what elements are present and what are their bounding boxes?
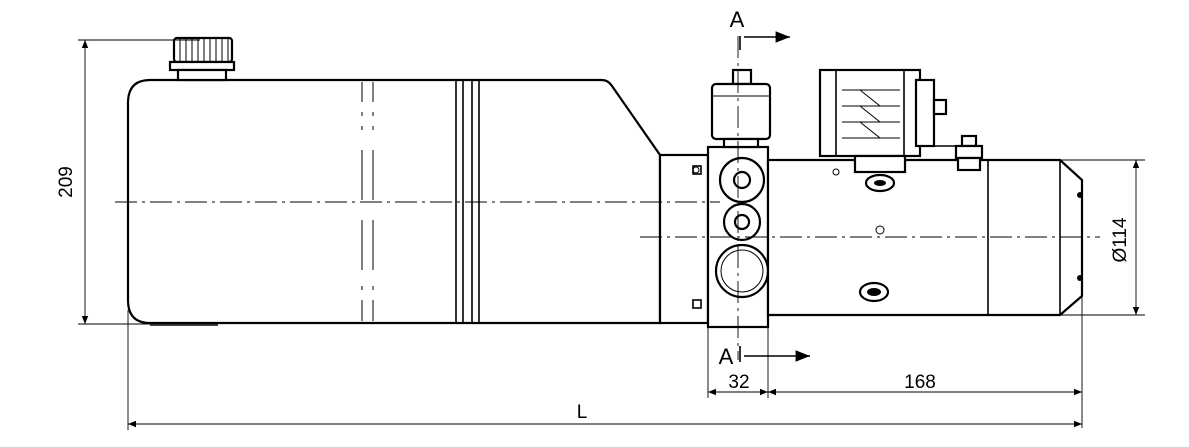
- dimension-L-label: L: [577, 402, 588, 423]
- solenoid-valve: [710, 68, 772, 149]
- dimension-height: 209: [56, 39, 200, 325]
- dimension-diameter: Ø114: [1060, 159, 1145, 316]
- dimension-209-label: 209: [56, 166, 77, 198]
- section-mark-top: A: [730, 7, 790, 50]
- dimension-168-label: 168: [904, 372, 936, 393]
- electric-motor: [766, 158, 1084, 317]
- motor-terminal: [954, 134, 984, 172]
- dimension-block-motor: 32 168: [707, 296, 1083, 428]
- dimension-32-label: 32: [728, 372, 749, 393]
- filler-cap: [168, 36, 236, 82]
- section-a-top-label: A: [730, 7, 745, 32]
- dimension-overall: L: [127, 310, 1082, 430]
- dimension-diameter-label: Ø114: [1110, 217, 1131, 263]
- oil-tank: [126, 78, 662, 326]
- starter-relay: [818, 68, 960, 193]
- tank-flange: [658, 153, 710, 325]
- tank-outline: [126, 78, 662, 325]
- section-mark-bottom: A: [719, 344, 810, 369]
- section-a-bottom-label: A: [719, 344, 734, 369]
